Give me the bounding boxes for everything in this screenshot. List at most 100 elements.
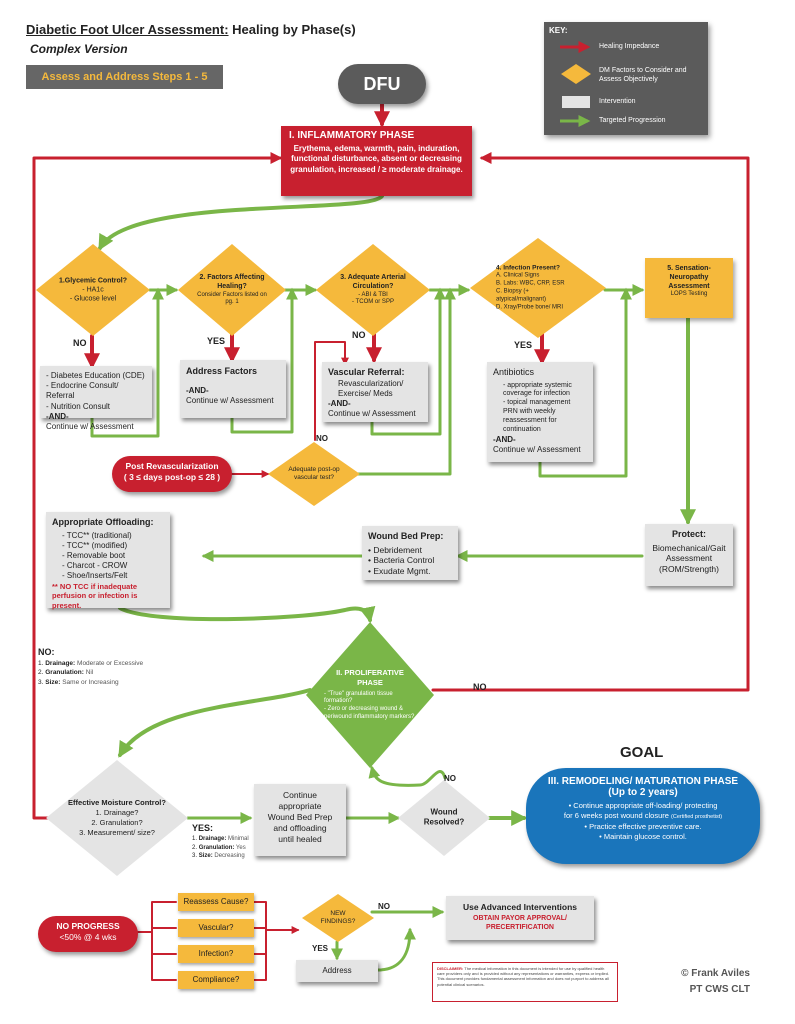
diabetes-and: -AND- xyxy=(46,411,69,421)
sensation-sub: LOPS Testing xyxy=(670,291,708,298)
key-label-progression: Targeted Progression xyxy=(599,117,666,124)
title-suffix: Healing by Phase(s) xyxy=(232,22,356,37)
remodeling-line: for 6 weeks post wound closure xyxy=(563,811,669,821)
yes-criteria-list: YES: 1. Drainage: Minimal 2. Granulation… xyxy=(192,822,282,861)
remodeling-sub: (Up to 2 years) xyxy=(608,787,678,798)
post-revasc-title: Post Revascularization xyxy=(125,461,219,471)
proliferative-item: - Zero or decreasing wound & periwound i… xyxy=(324,706,415,721)
no-criteria-item: 1. Drainage: Moderate or Excessive xyxy=(38,660,144,668)
vascular-referral-line: Exercise/ Meds xyxy=(338,388,393,398)
yes-criteria-item: 3. Size: Decreasing xyxy=(192,853,245,860)
glycemic-control-diamond: 1.Glycemic Control? - HA1c - Glucose lev… xyxy=(36,244,150,336)
reassess-compliance-box: Compliance? xyxy=(178,971,254,989)
goal-label: GOAL xyxy=(620,744,664,761)
arrow-address-return xyxy=(376,927,416,972)
continue-line: until healed xyxy=(278,833,322,844)
reassess-infection-box: Infection? xyxy=(178,945,254,963)
glycemic-item: - Glucose level xyxy=(69,295,117,303)
antibiotics-line: - topical management PRN with weekly rea… xyxy=(503,399,571,434)
infection-present-diamond: 4. Infection Present? A. Clinical Signs … xyxy=(470,238,606,338)
infection-title: 4. Infection Present? xyxy=(496,264,560,272)
infection-item: A. Clinical Signs xyxy=(496,272,540,279)
protect-title: Protect: xyxy=(671,529,706,539)
proliferative-phase-diamond: II. PROLIFERATIVE PHASE - "True" granula… xyxy=(306,622,434,768)
arterial-circulation-diamond: 3. Adequate Arterial Circulation? - ABI … xyxy=(316,244,430,336)
copyright-line1: © Frank Aviles xyxy=(681,968,750,979)
infection-item: D. Xray/Probe bone/ MRI xyxy=(496,303,564,310)
diabetes-line: - Diabetes Education (CDE) xyxy=(46,371,145,380)
antibiotics-title: Antibiotics xyxy=(493,367,535,377)
protect-line: Biomechanical/Gait xyxy=(652,542,726,553)
key-label-intervention: Intervention xyxy=(599,98,636,105)
adequate-vascular-test-diamond: Adequate post-op vascular test? xyxy=(268,442,360,506)
factors-yes-label: YES xyxy=(207,336,226,346)
offloading-warning: ** NO TCC if inadequate perfusion or inf… xyxy=(52,581,138,610)
glycemic-no-label: NO xyxy=(73,338,87,348)
remodeling-title: III. REMODELING/ MATURATION PHASE xyxy=(547,776,739,787)
yes-criteria-item: 1. Drainage: Minimal xyxy=(192,836,249,843)
proliferative-no-label: NO xyxy=(473,682,487,692)
infection-item: C. Biopsy (+ atypical/malignant) xyxy=(496,288,547,303)
yes-criteria-title: YES: xyxy=(192,823,214,833)
moisture-item: 1. Drainage? xyxy=(95,807,139,817)
diabetes-education-box: - Diabetes Education (CDE) - Endocrine C… xyxy=(40,366,152,431)
offloading-item: - TCC** (traditional) xyxy=(62,530,132,540)
sensation-neuropathy-box: 5. Sensation-Neuropathy Assessment LOPS … xyxy=(645,258,733,318)
sensation-title: 5. Sensation-Neuropathy Assessment xyxy=(667,265,711,291)
disclaimer-text: The medical information in this document… xyxy=(437,966,610,987)
moisture-title: Effective Moisture Control? xyxy=(68,797,166,807)
advanced-sub: OBTAIN PAYOR APPROVAL/ PRECERTIFICATION xyxy=(473,914,567,931)
address-factors-continue: Continue w/ Assessment xyxy=(186,395,274,405)
diabetes-line: - Nutrition Consult xyxy=(46,401,111,411)
wound-resolved-diamond: Wound Resolved? xyxy=(398,780,490,856)
resolved-no-label: NO xyxy=(444,774,456,783)
no-criteria-item: 2. Granulation: Nil xyxy=(38,669,94,677)
wound-bed-item: • Exudate Mgmt. xyxy=(368,566,431,577)
diabetes-line: - Endocrine Consult/ Referral xyxy=(46,381,119,401)
yes-criteria-item: 2. Granulation: Yes xyxy=(192,844,246,851)
factors-title: 2. Factors Affecting Healing? xyxy=(199,273,265,290)
offloading-title: Appropriate Offloading: xyxy=(52,517,154,527)
wound-bed-prep-box: Wound Bed Prep: • Debridement • Bacteria… xyxy=(362,526,458,580)
continue-line: Wound Bed Prep xyxy=(267,811,333,822)
offloading-item: - Shoe/Inserts/Felt xyxy=(62,571,128,581)
no-progress-sub: <50% @ 4 wks xyxy=(59,932,117,943)
protect-box: Protect: Biomechanical/Gait Assessment (… xyxy=(645,524,733,586)
arterial-title: 3. Adequate Arterial Circulation? xyxy=(340,273,406,290)
address-factors-box: Address Factors -AND- Continue w/ Assess… xyxy=(180,360,286,418)
no-criteria-item: 3. Size: Same or Increasing xyxy=(38,678,119,686)
vascular-test-label: Adequate post-op vascular test? xyxy=(288,465,340,481)
remodeling-line: (Certified prosthetist) xyxy=(671,814,723,821)
continue-line: appropriate xyxy=(278,800,322,811)
vascular-referral-continue: Continue w/ Assessment xyxy=(328,409,416,419)
moisture-item: 3. Measurement/ size? xyxy=(79,828,155,838)
vascular-referral-and: -AND- xyxy=(328,398,351,408)
advanced-title: Use Advanced Interventions xyxy=(463,902,577,912)
infection-yes-label: YES xyxy=(514,340,533,350)
remodeling-line: • Practice effective preventive care. xyxy=(584,821,702,831)
wound-bed-item: • Bacteria Control xyxy=(368,555,435,566)
proliferative-item: - "True" granulation tissue formation? xyxy=(324,690,393,705)
appropriate-offloading-box: Appropriate Offloading: - TCC** (traditi… xyxy=(46,512,170,610)
remodeling-phase-node: III. REMODELING/ MATURATION PHASE (Up to… xyxy=(526,768,760,864)
diagram-title: Diabetic Foot Ulcer Assessment: Healing … xyxy=(26,22,386,37)
infection-item: B. Labs: WBC, CRP, ESR xyxy=(496,280,565,287)
post-revasc-sub: ( 3 ≤ days post-op ≤ 28 ) xyxy=(123,472,221,483)
continue-line: Continue xyxy=(282,790,318,800)
new-findings-diamond: NEW FINDINGS? xyxy=(302,894,374,942)
factors-sub: Consider Factors listed on pg. 1 xyxy=(197,291,267,305)
dfu-start-node: DFU xyxy=(338,64,426,104)
diabetes-continue: Continue w/ Assessment xyxy=(46,422,134,432)
inflammatory-phase-box: I. INFLAMMATORY PHASE Erythema, edema, w… xyxy=(281,126,472,196)
offloading-item: - Removable boot xyxy=(62,550,126,560)
address-factors-title: Address Factors xyxy=(186,366,258,376)
advanced-interventions-box: Use Advanced Interventions OBTAIN PAYOR … xyxy=(446,896,594,940)
antibiotics-and: -AND- xyxy=(493,435,516,445)
glycemic-item: - HA1c xyxy=(82,286,104,294)
no-progress-node: NO PROGRESS <50% @ 4 wks xyxy=(38,916,138,952)
remodeling-line: • Continue appropriate off-loading/ prot… xyxy=(568,801,718,810)
antibiotics-box: Antibiotics - appropriate systemic cover… xyxy=(487,362,593,462)
key-label-dm-factors: DM Factors to Consider and Assess Object… xyxy=(599,67,687,84)
offloading-item: - TCC** (modified) xyxy=(62,540,128,550)
